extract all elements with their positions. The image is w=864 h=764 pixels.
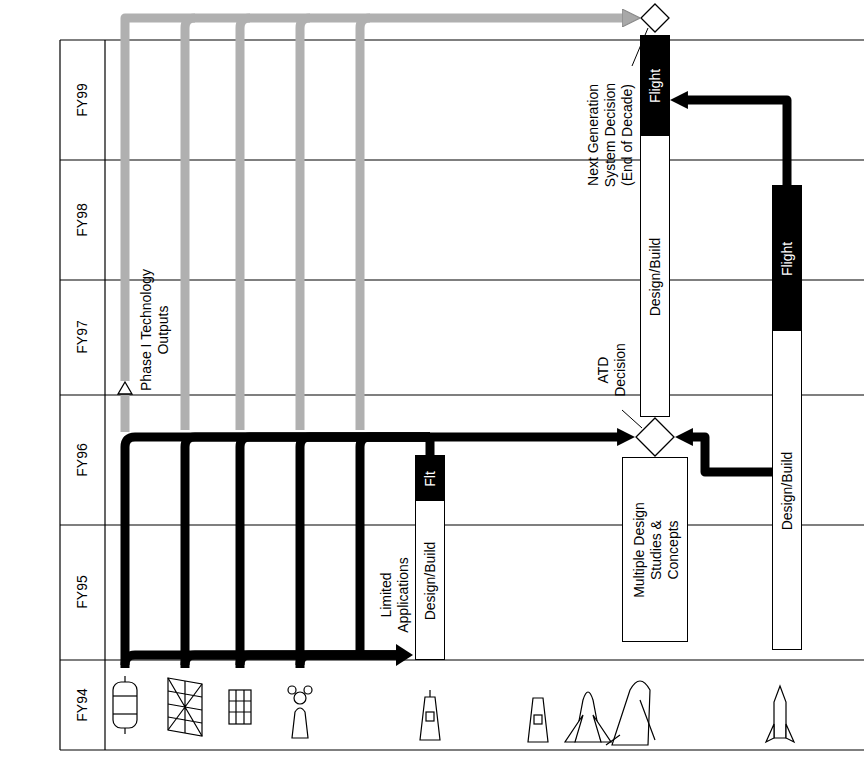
year-label: FY97 bbox=[74, 320, 91, 353]
connector-arrow bbox=[682, 100, 787, 185]
callout-label: Next Generation System Decision (End of … bbox=[585, 70, 636, 200]
decision-diamond bbox=[635, 417, 675, 457]
output-triangle: Phase I Technology Outputs bbox=[117, 381, 133, 395]
connector-arrow bbox=[430, 437, 623, 455]
bar-label: Design/Build bbox=[422, 542, 439, 621]
decision-diamond bbox=[640, 3, 670, 33]
bar-label: Flight bbox=[647, 69, 664, 103]
bar-label: Design/Build bbox=[779, 452, 796, 531]
technology-icons bbox=[113, 676, 440, 740]
bar-label: Design/Build bbox=[647, 238, 664, 317]
connector-arrow bbox=[125, 18, 628, 381]
note-label: Limited Applications bbox=[378, 550, 412, 640]
decision-diamond: Next Generation System Decision (End of … bbox=[640, 3, 670, 33]
vehicle-icons bbox=[528, 681, 794, 745]
output-triangle bbox=[117, 381, 133, 395]
connector-arrow bbox=[687, 437, 772, 472]
schedule-bar: Design/Build Flight bbox=[772, 185, 802, 650]
shape-outline bbox=[118, 382, 132, 394]
box-label: Multiple Design Studies & Concepts bbox=[631, 490, 682, 610]
decision-diamond: ATD Decision bbox=[635, 417, 675, 457]
schedule-bar: Design/Build Flight bbox=[640, 35, 670, 417]
year-label: FY98 bbox=[74, 203, 91, 236]
technology-black-lines bbox=[125, 437, 430, 668]
schedule-bar: Design/Build Flt bbox=[415, 455, 445, 660]
bar-label: Flight bbox=[779, 241, 796, 275]
bar-label: Flt bbox=[422, 471, 439, 487]
callout-label: Phase I Technology Outputs bbox=[138, 260, 172, 400]
shape-outline bbox=[641, 4, 669, 32]
year-label: FY95 bbox=[74, 575, 91, 608]
shape-outline bbox=[636, 418, 674, 456]
year-label: FY99 bbox=[74, 83, 91, 116]
callout-label: ATD Decision bbox=[595, 334, 629, 406]
technology-gray-lines bbox=[125, 18, 370, 432]
year-label: FY94 bbox=[74, 688, 91, 721]
year-label: FY96 bbox=[74, 443, 91, 476]
study-box: Multiple Design Studies & Concepts bbox=[622, 457, 688, 642]
arrow-head bbox=[396, 644, 413, 666]
